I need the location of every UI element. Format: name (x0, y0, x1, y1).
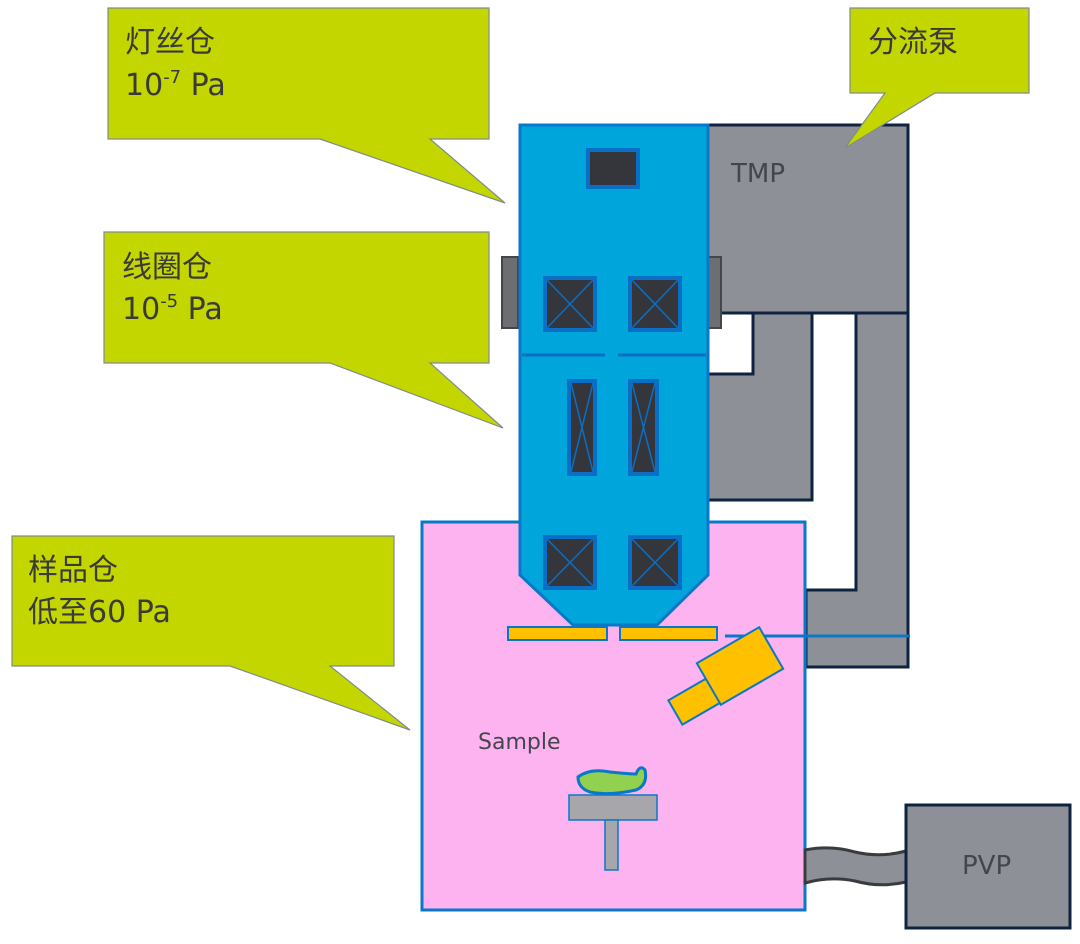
tmp-label: TMP (730, 159, 785, 189)
left-flange (501, 256, 519, 329)
callout-title: 灯丝仓 (125, 25, 215, 60)
tmp-pump (706, 123, 910, 315)
callout-sample-chamber (11, 535, 411, 731)
coil-icon (628, 379, 659, 476)
callout-pressure: 10-7 Pa (125, 67, 226, 103)
stage-post (604, 819, 619, 871)
coil-icon (567, 379, 597, 476)
callout-split-pump (844, 7, 1030, 149)
callout-title: 分流泵 (868, 25, 958, 60)
aperture-plate (507, 626, 608, 641)
tmp-pipe-left (706, 311, 814, 502)
pvp-label: PVP (962, 851, 1011, 881)
coil-icon (628, 535, 682, 590)
sample-specimen (576, 766, 648, 796)
pvp-hose (803, 846, 908, 887)
coil-icon (628, 276, 682, 332)
callout-title: 样品仓 (28, 553, 118, 588)
callout-pressure: 低至60 Pa (28, 595, 171, 630)
sample-stage (568, 794, 658, 821)
callout-filament-chamber (107, 7, 506, 204)
electron-column (518, 123, 710, 627)
detector-icon (666, 625, 785, 726)
sample-label: Sample (478, 730, 561, 755)
aperture-plate (619, 626, 718, 641)
filament-icon (586, 148, 640, 189)
callout-coil-chamber (103, 231, 504, 429)
callout-pressure: 10-5 Pa (122, 291, 223, 327)
tmp-pipe-right (804, 311, 910, 669)
callout-title: 线圈仓 (122, 250, 212, 285)
pvp-pump (904, 803, 1072, 930)
coil-icon (543, 535, 597, 590)
coil-icon (543, 276, 597, 332)
